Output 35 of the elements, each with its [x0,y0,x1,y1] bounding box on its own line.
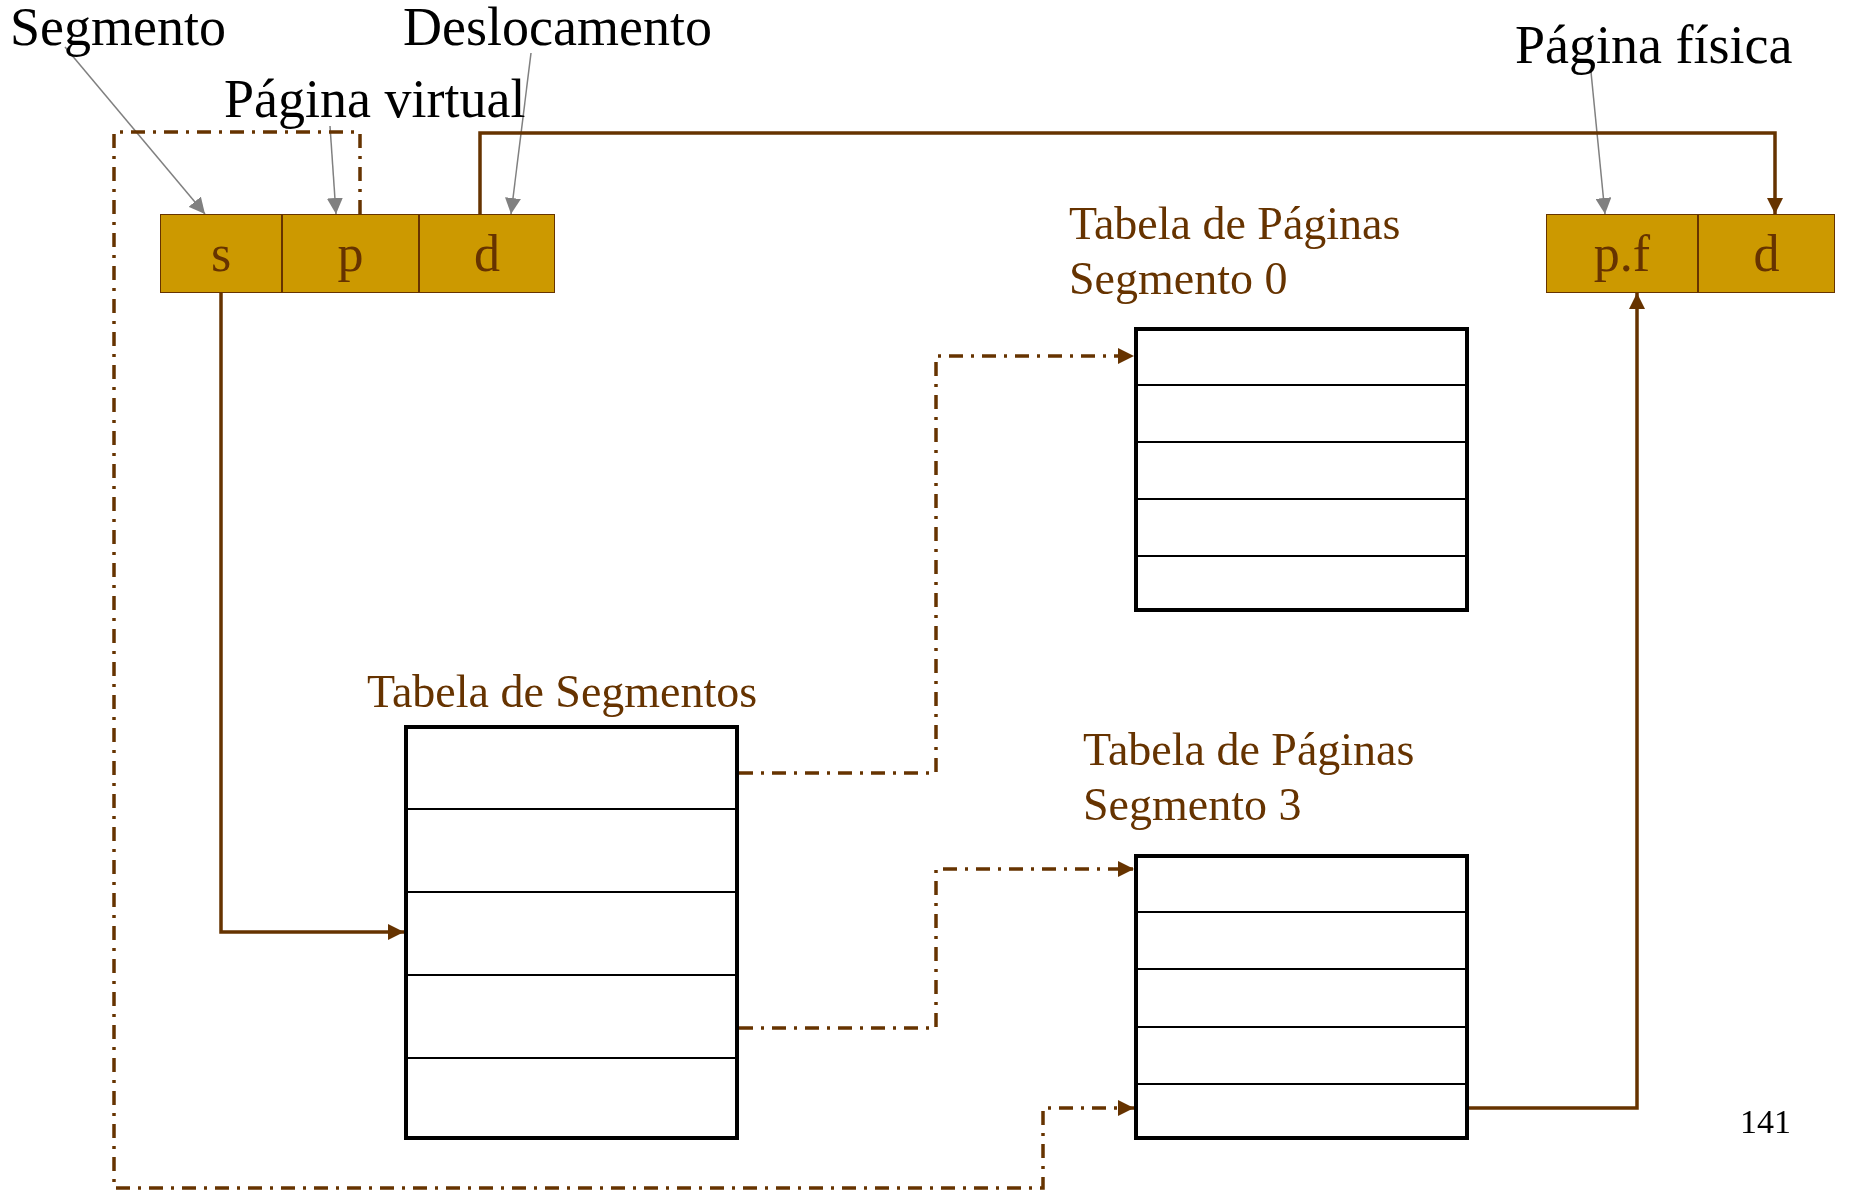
table-row [404,1057,739,1140]
address-field: p [282,214,419,293]
table-row [1134,327,1469,386]
arrow [112,130,1134,1190]
table-row [1134,968,1469,1028]
address-field: d [419,214,555,293]
address-field: d [1698,214,1835,293]
arrow [219,293,404,940]
page-number: 141 [1740,1103,1791,1141]
leader-line [64,46,206,215]
address-field: p.f [1546,214,1698,293]
table-row [1134,555,1469,612]
address-field: s [160,214,282,293]
table-row [404,974,739,1059]
table-row [1134,854,1469,914]
table-row [1134,911,1469,971]
table-row [1134,1082,1469,1140]
arrow [739,861,1134,1030]
table-row [1134,384,1469,443]
table-row [404,891,739,976]
table-row [1134,441,1469,500]
callout-label: Deslocamento [403,0,712,54]
leader-line [326,125,343,215]
leader-line [505,52,532,215]
table-row [404,808,739,893]
table-title: Tabela de Páginas Segmento 0 [1069,197,1402,307]
table-row [1134,498,1469,557]
table-title: Tabela de Segmentos [367,665,759,719]
table-row [404,725,739,810]
table-title: Tabela de Páginas Segmento 3 [1083,723,1416,833]
table-row [1134,1025,1469,1085]
arrow [478,131,1783,214]
leader-line [1590,71,1612,215]
arrow [1469,293,1645,1110]
arrow [739,348,1134,775]
